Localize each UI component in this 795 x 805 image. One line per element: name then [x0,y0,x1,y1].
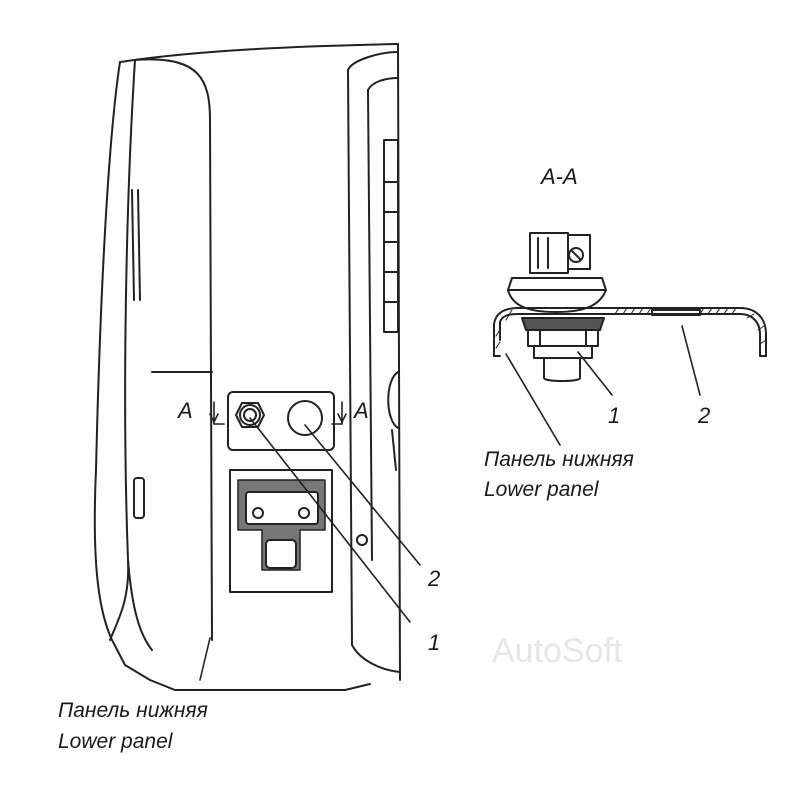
socket-plate [227,391,335,451]
section-view [493,232,767,382]
main-callout-2: 2 [428,566,441,591]
seal-2 [651,309,701,316]
main-callout-1: 1 [428,630,441,655]
section-mark-left: A [178,398,193,423]
main-caption-en: Lower panel [58,730,173,753]
cab-body [93,43,401,691]
watermark: AutoSoft [492,632,623,670]
side-lamp-stack [383,139,399,333]
section-callout-2: 2 [698,403,711,428]
socket-1-nut [235,402,265,428]
bracket-plate [229,469,333,593]
leader-lines-section [505,325,701,446]
section-mark-right: A [354,398,369,423]
section-marker-arrows [209,401,347,425]
section-title: A-A [541,164,578,189]
panel-hatching [495,307,767,349]
section-caption-ru: Панель нижняя [484,448,634,471]
section-caption-en: Lower panel [484,478,599,501]
section-callout-1: 1 [608,403,621,428]
main-caption-ru: Панель нижняя [58,699,208,722]
leader-lines-main [199,417,421,681]
socket-2 [287,400,323,436]
socket-1 [239,404,261,426]
